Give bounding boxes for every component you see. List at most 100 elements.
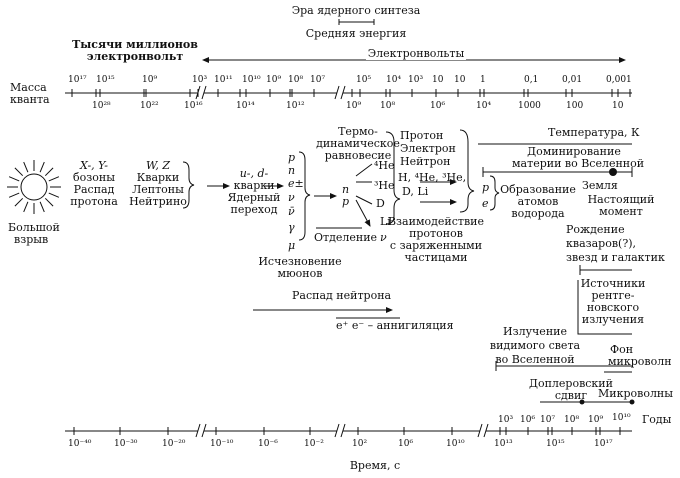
temperature-label: Температура, К xyxy=(548,126,640,139)
time-lower-label: 10¹⁵ xyxy=(546,439,565,449)
earth-dot xyxy=(609,168,617,176)
big-bang-label-2: взрыв xyxy=(14,233,49,246)
thousands-mev-label-2: электронвольт xyxy=(86,50,184,63)
quantum-mass-label-1: Масса xyxy=(10,81,47,94)
transition-label: переход xyxy=(230,203,278,216)
mass-tick-label: 10¹¹ xyxy=(214,75,233,85)
microwave-bg-1: Фон xyxy=(610,343,634,356)
proton-group-2: Электрон xyxy=(400,142,456,155)
nuclei-brace xyxy=(385,131,401,225)
interaction-1: Взаимодействие xyxy=(387,215,485,228)
xy-bosons-label: X-, Y- xyxy=(80,159,108,172)
years-label: Годы xyxy=(642,413,672,426)
neutron-decay-label: Распад нейтрона xyxy=(292,289,392,302)
doppler-1: Доплеровский xyxy=(529,377,613,390)
leptons-label: Лептоны xyxy=(132,183,184,196)
xray-3: новского xyxy=(586,301,640,314)
time-lower-label: 10⁻⁴⁰ xyxy=(68,439,92,449)
microwave-bg-2: микроволн xyxy=(608,355,672,368)
bosons-label: бозоны xyxy=(73,171,115,184)
visible-light-3: во Вселенной xyxy=(495,353,575,366)
quantum-mass-axis xyxy=(65,85,632,100)
mass-tick-label: 10⁵ xyxy=(356,75,372,85)
separation-label: Отделение xyxy=(314,231,378,244)
interaction-4: частицами xyxy=(404,251,468,264)
sun-ray xyxy=(8,176,20,182)
proton-group-brace xyxy=(459,129,475,213)
nucleus-li: Li xyxy=(380,215,391,228)
mass-tick-label: 10⁸ xyxy=(288,75,304,85)
mass-tick-label: 0,001 xyxy=(606,75,632,85)
particle-gamma: γ xyxy=(288,221,295,234)
proton-group-4: H, ⁴He, ³He, xyxy=(398,171,467,184)
mass-lower-label: 1000 xyxy=(518,101,541,111)
earth-label: Земля xyxy=(582,179,618,192)
mass-tick-label: 10⁹ xyxy=(142,75,158,85)
mass-lower-label: 100 xyxy=(566,101,584,111)
mass-tick-label: 0,1 xyxy=(524,75,539,85)
mass-lower-label: 10⁶ xyxy=(430,101,446,111)
time-upper-label: 10¹⁰ xyxy=(612,413,631,423)
mass-lower-label: 10¹⁶ xyxy=(184,101,203,111)
atom-formation-3: водорода xyxy=(511,207,565,220)
nucleosynthesis-era-label: Эра ядерного синтеза xyxy=(291,4,421,17)
sun-ray xyxy=(48,192,60,198)
muon-vanish-2: мюонов xyxy=(277,267,323,280)
time-lower-label: 10⁻² xyxy=(304,439,324,449)
sun-ray xyxy=(23,201,29,213)
time-upper-label: 10⁸ xyxy=(564,415,580,425)
mass-lower-label: 10¹⁴ xyxy=(236,101,255,111)
thousands-mev-label-1: Тысячи миллионов xyxy=(72,38,198,51)
time-lower-label: 10² xyxy=(352,439,368,449)
matter-dominance-1: Доминирование xyxy=(527,145,621,158)
time-lower-label: 10⁻⁶ xyxy=(258,439,278,449)
nucleus-he4: ⁴He xyxy=(374,159,395,172)
mass-tick-label: 10³ xyxy=(408,75,424,85)
particle-nubar: ν̄ xyxy=(288,205,295,218)
mass-lower-label: 10 xyxy=(612,101,624,111)
pe-brace xyxy=(489,175,500,211)
proton-group-5: D, Li xyxy=(402,185,429,198)
mass-tick-label: 10⁷ xyxy=(310,75,326,85)
proton-group-3: Нейтрон xyxy=(400,155,451,168)
time-lower-label: 10⁻²⁰ xyxy=(162,439,186,449)
mass-lower-label: 10⁸ xyxy=(380,101,396,111)
sun-ray xyxy=(44,197,54,207)
pe-p: p xyxy=(482,181,490,194)
quasar-1: Рождение xyxy=(566,223,625,236)
mass-tick-label: 10¹⁵ xyxy=(96,75,115,85)
microwaves-label: Микроволны xyxy=(598,387,674,400)
decay-label: Распад xyxy=(73,183,115,196)
time-upper-label: 10⁶ xyxy=(520,415,536,425)
mass-tick-label: 10¹⁷ xyxy=(68,75,87,85)
middle-energy-bracket xyxy=(338,19,375,25)
np-p: p xyxy=(342,195,350,208)
mass-tick-label: 0,01 xyxy=(562,75,583,85)
annihilation-label: e⁺ e⁻ – аннигиляция xyxy=(336,319,454,332)
doppler-2: сдвиг xyxy=(554,389,588,402)
mass-tick-label: 10⁹ xyxy=(266,75,282,85)
mass-tick-label: 10⁴ xyxy=(386,75,402,85)
quasar-2: квазаров(?), xyxy=(566,237,637,250)
time-lower-label: 10⁻¹⁰ xyxy=(210,439,234,449)
sun-ray xyxy=(8,192,20,198)
mass-lower-label: 10²² xyxy=(140,101,159,111)
time-axis-label: Время, с xyxy=(349,459,401,472)
time-lower-label: 10¹⁰ xyxy=(446,439,465,449)
particle-e: e± xyxy=(288,177,304,190)
visible-light-1: Излучение xyxy=(502,325,567,338)
xray-4: излучения xyxy=(581,313,645,326)
neutrino-label: Нейтрино xyxy=(129,195,187,208)
mass-lower-label: 10⁴ xyxy=(476,101,492,111)
time-upper-label: 10⁹ xyxy=(588,415,604,425)
particle-n: n xyxy=(288,164,296,177)
time-upper-label: 10³ xyxy=(498,415,514,425)
sun-ray xyxy=(14,167,24,177)
electronvolts-label: Электронвольты xyxy=(366,47,466,60)
thermo-label-1: Термо- xyxy=(338,125,378,138)
big-bang-sun xyxy=(7,160,61,214)
particles-brace xyxy=(298,151,311,241)
interaction-2: протонов xyxy=(409,227,463,240)
time-lower-label: 10¹³ xyxy=(494,439,513,449)
